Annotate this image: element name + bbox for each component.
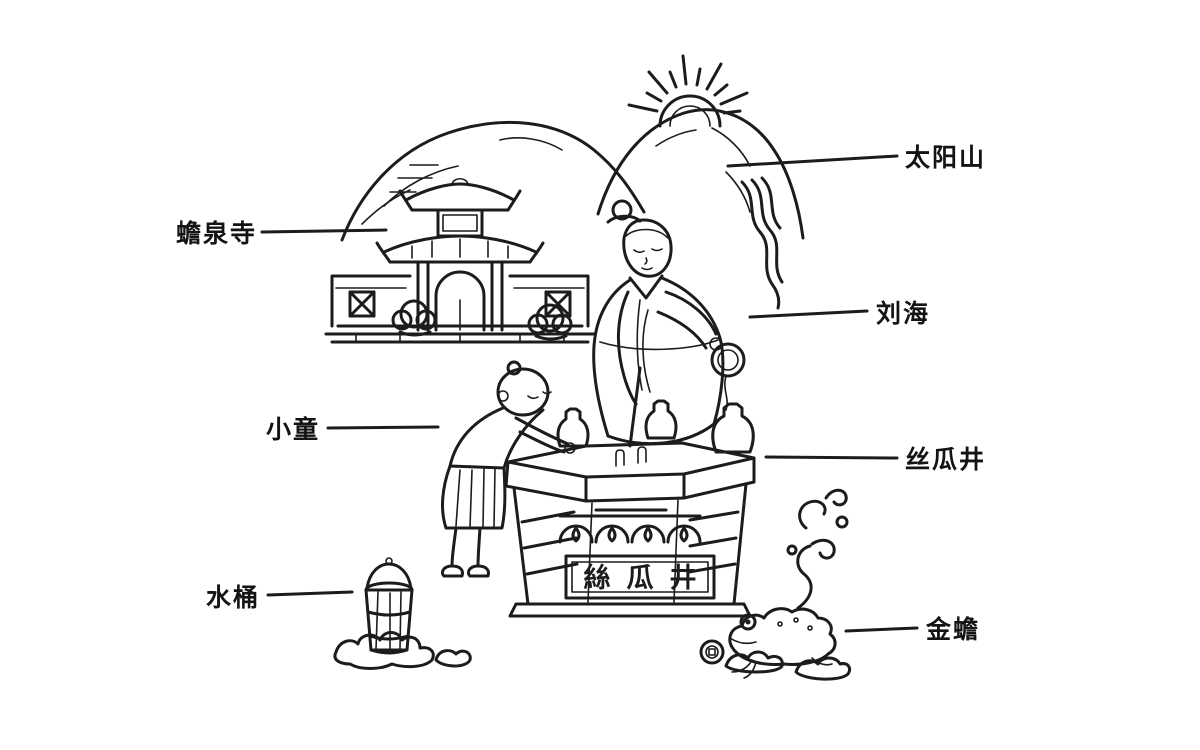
label-loofah-well: 丝瓜井 [905,446,987,474]
label-toad-spring-temple: 蟾泉寺 [176,220,258,248]
label-little-child: 小童 [266,416,321,444]
leader-temple [260,228,388,234]
leader-sun-mountain [726,154,899,168]
leader-liu-hai [748,309,869,319]
smoke [786,488,849,610]
jars [556,399,755,467]
sun-rays [627,54,749,115]
leader-child [326,425,440,430]
label-sun-mountain: 太阳山 [905,144,987,172]
well-arches [558,508,702,544]
sun [627,54,749,128]
well-sign: 絲瓜井 [564,554,716,600]
child-figure [440,360,576,578]
bushes [391,299,573,341]
mountains [340,108,805,242]
well-hatching [520,510,740,576]
leader-well [764,455,899,460]
label-liu-hai: 刘海 [876,300,931,328]
temple [324,177,596,344]
leader-bucket [266,590,354,597]
rope-coil [710,342,746,411]
label-water-bucket: 水桶 [206,584,261,612]
leader-lines [260,154,919,633]
well-sign-text: 絲瓜井 [584,562,713,593]
leader-toad [844,626,919,633]
well: 絲瓜井 [504,399,756,618]
ground-clouds [333,631,852,681]
coin-icon [699,639,725,665]
stream [740,176,784,310]
label-golden-toad: 金蟾 [926,616,981,644]
golden-toad [699,488,849,679]
